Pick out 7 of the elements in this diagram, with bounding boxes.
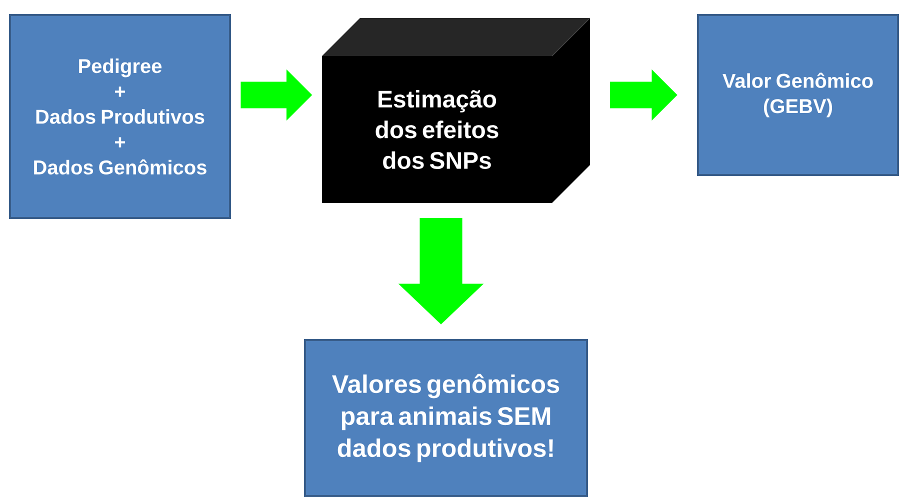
process-box: Pedigree + Dados Produtivos + Dados Genômicos [9, 14, 231, 219]
process-box: Valores genômicos para animais SEM dados produtivos! [304, 339, 588, 497]
process-box: Valor Genômico (GEBV) [697, 14, 899, 176]
block-arrow [240, 69, 312, 121]
block-arrow [398, 218, 484, 324]
block-arrow [610, 69, 678, 121]
cube-drawing: Estimação dos efeitos dos SNPs [322, 18, 590, 203]
